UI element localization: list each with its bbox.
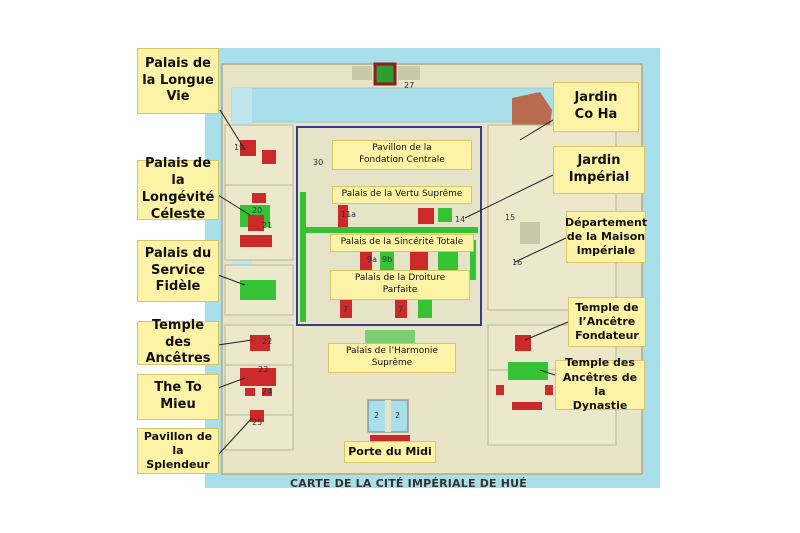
map-number: 16 (512, 258, 522, 267)
label-palais-sincerite-totale: Palais de la Sincérité Totale (330, 234, 474, 252)
map-number: 2 (374, 411, 379, 420)
label-jardin-imperial: Jardin Impérial (553, 146, 645, 194)
label-palais-droiture-parfaite: Palais de la Droiture Parfaite (330, 270, 470, 300)
map-number: 15 (505, 213, 515, 222)
label-palais-longue-vie: Palais de la Longue Vie (137, 48, 219, 114)
map-number: 30 (313, 158, 323, 167)
map-number: 24 (262, 387, 272, 396)
map-number: 23 (258, 365, 268, 374)
label-temple-ancetres: Temple des Ancêtres (137, 318, 219, 366)
map-number: 7 (343, 305, 348, 314)
map-number: 19 (234, 143, 244, 152)
map-number: 27 (404, 81, 414, 90)
label-palais-service-fidele: Palais du Service Fidèle (137, 240, 219, 302)
label-palais-vertu-supreme: Palais de la Vertu Suprême (332, 186, 472, 204)
label-temple-ancetre-fondateur: Temple de l’Ancêtre Fondateur (568, 297, 646, 347)
south-gate (370, 435, 410, 441)
map-number: 14 (455, 215, 465, 224)
label-departement-maison-imperiale: Département de la Maison Impériale (565, 211, 647, 263)
north-gate (373, 62, 397, 86)
label-the-to-mieu: The To Mieu (137, 374, 219, 420)
label-palais-longevite-celeste: Palais de la Longévité Céleste (137, 156, 219, 222)
label-porte-du-midi: Porte du Midi (344, 441, 436, 463)
map-number: 2 (395, 411, 400, 420)
map-number: 9a (367, 255, 377, 264)
label-pavillon-fondation-centrale: Pavillon de la Fondation Centrale (332, 140, 472, 170)
map-number: 11a (341, 210, 356, 219)
map-number: 20 (252, 206, 262, 215)
label-palais-harmonie-supreme: Palais de l’Harmonie Suprême (328, 343, 456, 373)
label-pavillon-splendeur: Pavillon de la Splendeur (137, 428, 219, 474)
label-temple-ancetres-dynastie: Temple des Ancêtres de la Dynastie (555, 356, 645, 412)
map-number: 22 (262, 337, 272, 346)
map-number: 9b (382, 255, 392, 264)
label-jardin-co-ha: Jardin Co Ha (553, 82, 639, 132)
map-title: CARTE DE LA CITÉ IMPÉRIALE DE HUÉ (290, 477, 528, 490)
map-number: 25 (252, 418, 262, 427)
map-number: 21 (262, 221, 272, 230)
map-number: 7 (398, 305, 403, 314)
